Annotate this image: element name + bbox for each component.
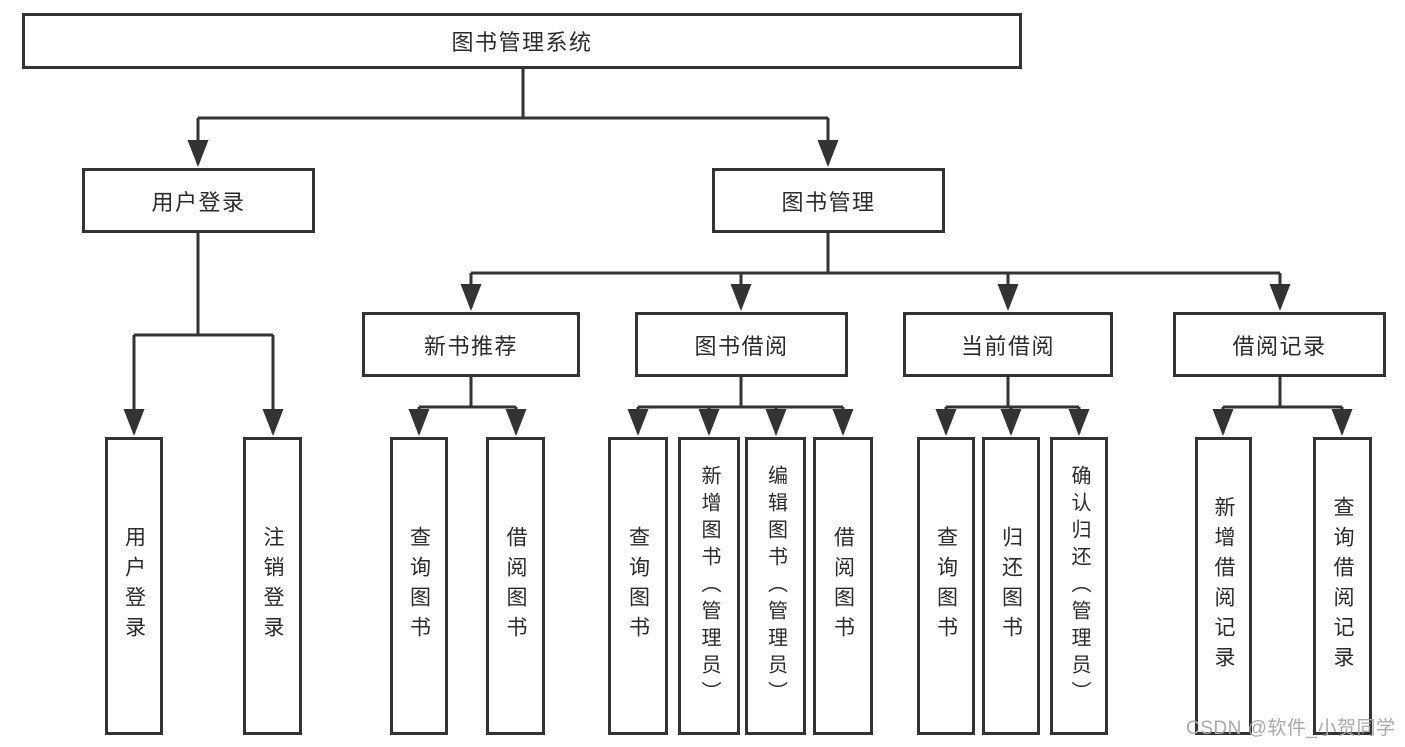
node-book-borrow: 图书借阅 <box>635 312 848 377</box>
node-book-management-system: 图书管理系统 <box>22 13 1022 69</box>
leaf-recommend-borrow-books: 借阅图书 <box>486 437 545 735</box>
leaf-borrow-borrow-books: 借阅图书 <box>813 437 873 735</box>
node-label: 借阅图书 <box>504 526 527 646</box>
leaf-logout: 注销登录 <box>243 437 302 735</box>
node-label: 图书借阅 <box>694 333 789 359</box>
node-label: 新增图书（管理员） <box>698 464 720 708</box>
leaf-records-add-record: 新增借阅记录 <box>1195 437 1252 735</box>
leaf-borrow-query-books: 查询图书 <box>608 437 668 735</box>
leaf-recommend-query-books: 查询图书 <box>390 437 448 735</box>
leaf-records-query-record: 查询借阅记录 <box>1313 437 1372 735</box>
node-label: 确认归还（管理员） <box>1068 464 1090 708</box>
node-label: 归还图书 <box>999 526 1023 646</box>
node-label: 查询图书 <box>407 526 431 646</box>
node-label: 借阅图书 <box>831 526 855 646</box>
csdn-watermark: CSDN @软件_小贺同学 <box>1186 718 1396 739</box>
node-label: 新增借阅记录 <box>1212 496 1235 676</box>
node-label: 查询图书 <box>934 526 958 646</box>
node-label: 查询图书 <box>626 526 650 646</box>
node-book-management: 图书管理 <box>712 168 945 233</box>
leaf-user-login: 用户登录 <box>105 437 163 735</box>
wire-group <box>123 69 1353 436</box>
node-borrow-records: 借阅记录 <box>1173 312 1386 377</box>
leaf-current-return-books: 归还图书 <box>982 437 1040 735</box>
node-label: 用户登录 <box>122 526 146 646</box>
node-label: 查询借阅记录 <box>1331 496 1354 676</box>
node-label: 借阅记录 <box>1232 333 1327 359</box>
leaf-current-confirm-return-admin: 确认归还（管理员） <box>1050 437 1108 735</box>
node-label: 用户登录 <box>151 189 246 215</box>
node-label: 当前借阅 <box>960 333 1055 359</box>
node-label: 编辑图书（管理员） <box>764 464 787 708</box>
node-new-book-recommend: 新书推荐 <box>362 312 580 377</box>
node-label: 注销登录 <box>261 526 284 646</box>
node-label: 图书管理 <box>781 189 876 215</box>
leaf-borrow-add-books-admin: 新增图书（管理员） <box>678 437 740 735</box>
leaf-current-query-books: 查询图书 <box>917 437 975 735</box>
node-label: 新书推荐 <box>423 333 518 359</box>
leaf-borrow-edit-books-admin: 编辑图书（管理员） <box>745 437 806 735</box>
node-current-borrow: 当前借阅 <box>903 312 1113 377</box>
node-label: 图书管理系统 <box>451 30 593 55</box>
node-user-login: 用户登录 <box>82 168 315 233</box>
